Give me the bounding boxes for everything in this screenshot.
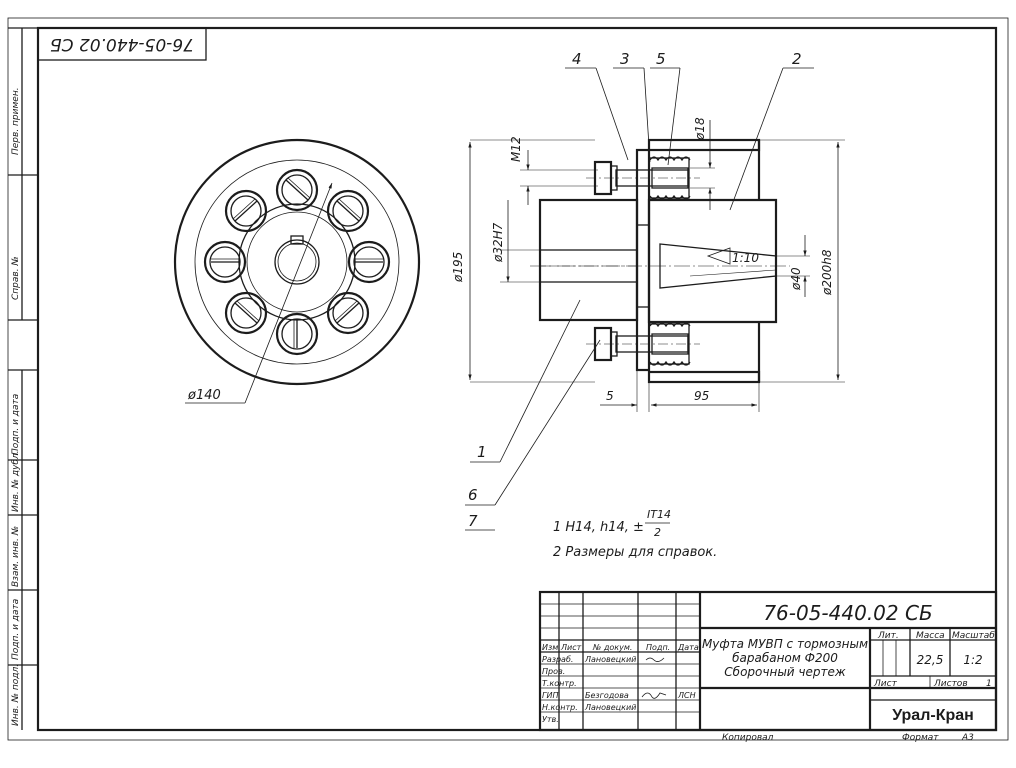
side-label-inv-podl: Инв. № подл. xyxy=(11,664,21,726)
side-label-podp-data-1: Подп. и дата xyxy=(11,394,21,455)
note-1-denominator: 2 xyxy=(654,526,661,539)
role-utv: Утв. xyxy=(542,715,559,724)
role-razrab: Разраб. xyxy=(542,655,573,664)
note-2: 2 Размеры для справок. xyxy=(553,545,717,560)
doc-number: 76-05-440.02 СБ xyxy=(763,601,932,625)
title-line-1: Муфта МУВП с тормозным xyxy=(702,637,868,651)
signature-gip xyxy=(641,692,667,699)
side-label-vzam-inv: Взам. инв. № xyxy=(11,526,21,587)
value-format: А3 xyxy=(961,733,974,743)
role-tkontr: Т.контр. xyxy=(542,679,577,688)
dim-m12: M12 xyxy=(509,136,523,162)
side-label-inv-dubl: Инв. № дубл. xyxy=(11,450,21,512)
side-strip: Перв. примен. Справ. № Подп. и дата Инв.… xyxy=(8,27,38,730)
role-nkontr: Н.контр. xyxy=(542,703,578,712)
label-massa: Масса xyxy=(916,631,945,641)
label-kopiroval: Копировал xyxy=(722,733,774,743)
value-listov: 1 xyxy=(986,679,992,689)
hdr-data: Дата xyxy=(677,643,699,652)
side-label-perv-primen: Перв. примен. xyxy=(11,87,21,155)
label-format: Формат xyxy=(902,733,939,743)
technical-notes: 1 H14, h14, ± IT14 2 2 Размеры для справ… xyxy=(553,508,717,560)
hdr-izm: Изм xyxy=(542,643,558,652)
dim-d200: ø200h8 xyxy=(820,249,834,296)
callout-4: 4 xyxy=(572,50,582,68)
side-label-sprav-no: Справ. № xyxy=(11,256,21,300)
role-prov: Пров. xyxy=(542,667,565,676)
label-list: Лист xyxy=(873,679,898,689)
callout-6: 6 xyxy=(468,486,478,504)
company-name: Урал-Кран xyxy=(892,707,974,724)
title-block: 76-05-440.02 СБ Муфта МУВП с тормозным б… xyxy=(538,590,998,743)
signature-razrab xyxy=(645,657,665,662)
title-line-2: барабаном Ф200 xyxy=(732,651,838,665)
section-view: ø195 ø32H7 M12 ø18 1:10 ø40 ø200h8 xyxy=(451,50,845,531)
top-stamp-number: 76-05-440.02 СБ xyxy=(50,34,194,54)
note-1-numerator: IT14 xyxy=(647,508,671,521)
dim-d18: ø18 xyxy=(693,117,707,141)
date-gip: ЛСН xyxy=(677,691,696,700)
name-gip: Безгодова xyxy=(585,691,629,700)
front-view-bolts xyxy=(203,168,391,356)
dim-taper: 1:10 xyxy=(732,251,759,265)
name-nkontr: Лановецкий xyxy=(584,703,636,712)
role-gip: ГИП xyxy=(542,691,558,700)
dim-d40: ø40 xyxy=(789,267,803,291)
callout-5: 5 xyxy=(656,50,666,68)
label-listov: Листов xyxy=(933,679,968,689)
top-stamp: 76-05-440.02 СБ xyxy=(37,27,207,61)
label-lit: Лит. xyxy=(877,631,899,641)
front-view: ø140 xyxy=(173,138,421,404)
dim-d195: ø195 xyxy=(451,252,465,283)
sheet-frame xyxy=(7,17,1009,741)
callout-7: 7 xyxy=(468,512,478,530)
callout-2: 2 xyxy=(792,50,802,68)
value-masshtab: 1:2 xyxy=(963,653,982,667)
callout-1: 1 xyxy=(477,443,487,461)
label-masshtab: Масштаб xyxy=(952,631,995,641)
name-razrab: Лановецкий xyxy=(584,655,636,664)
dim-w5: 5 xyxy=(606,389,614,403)
callout-3: 3 xyxy=(620,50,630,68)
callouts: 4 3 5 2 1 6 7 xyxy=(465,50,814,531)
note-1-prefix: 1 H14, h14, ± xyxy=(553,520,644,535)
front-view-dia-label: ø140 xyxy=(187,388,221,403)
value-massa: 22,5 xyxy=(917,653,944,667)
hdr-podp: Подп. xyxy=(646,643,670,652)
dim-w95: 95 xyxy=(694,389,709,403)
hdr-doc-no: № докум. xyxy=(592,643,632,652)
hdr-list: Лист xyxy=(560,643,582,652)
side-label-podp-data-2: Подп. и дата xyxy=(11,599,21,660)
dim-d32: ø32H7 xyxy=(491,222,505,263)
title-line-3: Сборочный чертеж xyxy=(724,665,846,679)
